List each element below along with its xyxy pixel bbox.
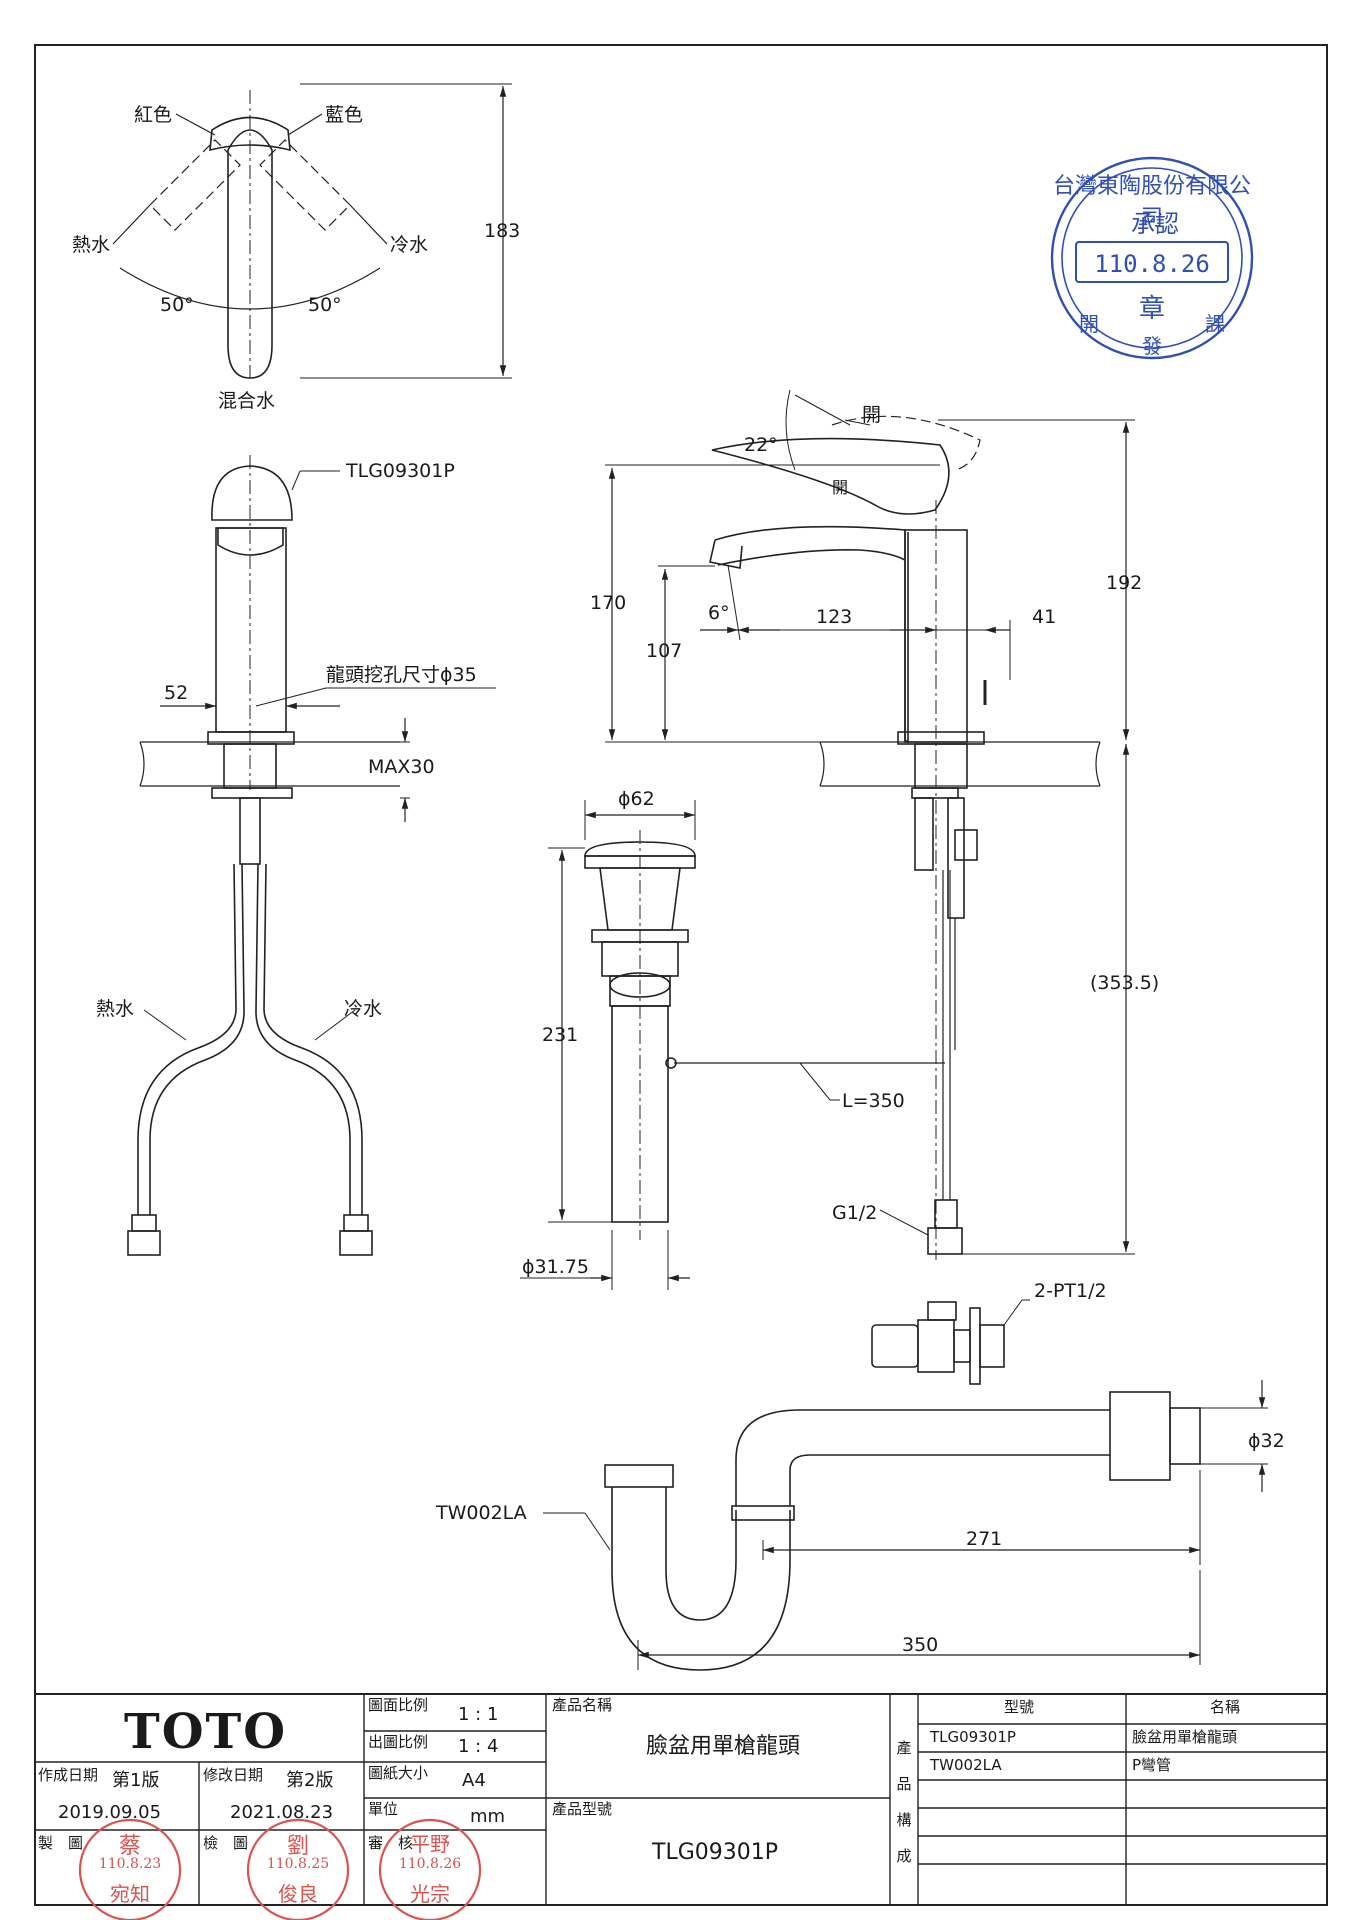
product-model-label: 產品型號 bbox=[552, 1800, 613, 1818]
front-view-faucet bbox=[127, 455, 496, 1256]
brand-logo: TOTO bbox=[124, 1704, 288, 1760]
checked-stamp-name: 劉 bbox=[286, 1834, 309, 1859]
label-cold-front: 冷水 bbox=[344, 998, 383, 1020]
paper-value: A4 bbox=[462, 1770, 486, 1791]
drawn-stamp-sign: 宛知 bbox=[110, 1882, 150, 1906]
checked-stamp-sign: 俊良 bbox=[278, 1882, 318, 1906]
stamp-company: 台灣東陶股份有限公司 bbox=[1052, 174, 1251, 231]
dim-123: 123 bbox=[816, 606, 853, 628]
angle-left: 50° bbox=[160, 294, 194, 316]
col-model-header: 型號 bbox=[1004, 1698, 1035, 1716]
scale-label: 圖面比例 bbox=[368, 1696, 429, 1714]
checked-stamp-date: 110.8.25 bbox=[266, 1856, 330, 1872]
label-trap-model: TW002LA bbox=[436, 1502, 527, 1524]
dim-271: 271 bbox=[966, 1528, 1003, 1550]
angle-valve bbox=[871, 1299, 1030, 1385]
label-hose-length: L=350 bbox=[842, 1090, 905, 1112]
out-scale-value: 1 : 4 bbox=[458, 1736, 499, 1757]
dim-350: 350 bbox=[902, 1634, 939, 1656]
label-blue: 藍色 bbox=[325, 104, 364, 126]
dim-192: 192 bbox=[1106, 572, 1143, 594]
label-hole-size: 龍頭挖孔尺寸ϕ35 bbox=[326, 664, 477, 686]
checked-label: 檢 圖 bbox=[203, 1834, 249, 1852]
label-mixed: 混合水 bbox=[218, 390, 276, 412]
product-model: TLG09301P bbox=[652, 1840, 778, 1865]
stamp-dept-left: 開 bbox=[1079, 312, 1099, 336]
scale-value: 1 : 1 bbox=[458, 1704, 499, 1725]
pop-up-drain bbox=[520, 800, 696, 1290]
dim-107: 107 bbox=[646, 640, 683, 662]
label-max30: MAX30 bbox=[368, 756, 435, 778]
dim-32: ϕ32 bbox=[1248, 1430, 1285, 1452]
angle-right: 50° bbox=[308, 294, 342, 316]
drawn-stamp-date: 110.8.23 bbox=[98, 1856, 162, 1872]
created-label: 作成日期 bbox=[38, 1766, 99, 1784]
stamp-approved: 承認 bbox=[1131, 210, 1179, 238]
dim-31-75: ϕ31.75 bbox=[522, 1256, 589, 1278]
approved-stamp-sign: 光宗 bbox=[410, 1882, 450, 1906]
label-red: 紅色 bbox=[134, 104, 173, 126]
p-trap bbox=[543, 1380, 1268, 1671]
stamp-dept-mid: 發 bbox=[1142, 334, 1162, 358]
label-open-low: 開 bbox=[832, 478, 849, 497]
dim-52: 52 bbox=[164, 682, 189, 704]
unit-value: mm bbox=[470, 1806, 506, 1827]
drawing-frame bbox=[34, 44, 1328, 1906]
col-name-header: 名稱 bbox=[1210, 1698, 1241, 1716]
label-hot-front: 熱水 bbox=[96, 998, 135, 1020]
dim-62: ϕ62 bbox=[618, 788, 655, 810]
created-date: 2019.09.05 bbox=[58, 1802, 162, 1823]
label-hot-top: 熱水 bbox=[72, 234, 111, 256]
row-1-model: TLG09301P bbox=[930, 1728, 1016, 1746]
dim-41: 41 bbox=[1032, 606, 1057, 628]
label-model-front: TLG09301P bbox=[346, 460, 455, 482]
label-open-top: 開 bbox=[862, 404, 882, 426]
label-valve: 2-PT1/2 bbox=[1034, 1280, 1107, 1302]
dim-183: 183 bbox=[484, 220, 521, 242]
drawn-label: 製 圖 bbox=[38, 1834, 84, 1852]
dim-231: 231 bbox=[542, 1024, 579, 1046]
row-2-name: P彎管 bbox=[1132, 1756, 1172, 1774]
row-2-model: TW002LA bbox=[930, 1756, 1002, 1774]
revised-label: 修改日期 bbox=[203, 1766, 264, 1784]
stamp-date: 110.8.26 bbox=[1094, 250, 1210, 278]
paper-label: 圖紙大小 bbox=[368, 1764, 429, 1782]
stamp-seal: 章 bbox=[1138, 294, 1165, 324]
approved-stamp-name: 平野 bbox=[410, 1832, 450, 1856]
created-version: 第1版 bbox=[112, 1770, 160, 1791]
stamp-dept-right: 課 bbox=[1205, 312, 1225, 336]
unit-label: 單位 bbox=[368, 1800, 399, 1818]
row-1-name: 臉盆用單槍龍頭 bbox=[1132, 1728, 1238, 1746]
product-name: 臉盆用單槍龍頭 bbox=[646, 1734, 801, 1759]
signature-stamps-graphic bbox=[78, 1818, 482, 1920]
label-thread: G1/2 bbox=[832, 1202, 878, 1224]
side-view-faucet bbox=[605, 389, 1135, 1260]
top-view-handle bbox=[112, 83, 512, 379]
product-name-label: 產品名稱 bbox=[552, 1696, 613, 1714]
label-cold-top: 冷水 bbox=[390, 234, 429, 256]
approval-stamp-graphic bbox=[1050, 156, 1254, 360]
drawn-stamp-name: 蔡 bbox=[118, 1834, 141, 1859]
revised-date: 2021.08.23 bbox=[230, 1802, 334, 1823]
approved-stamp-date: 110.8.26 bbox=[398, 1856, 462, 1872]
dim-170: 170 bbox=[590, 592, 627, 614]
revised-version: 第2版 bbox=[286, 1770, 334, 1791]
angle-6: 6° bbox=[708, 602, 730, 624]
angle-22: 22° bbox=[744, 434, 778, 456]
out-scale-label: 出圖比例 bbox=[368, 1733, 429, 1751]
dim-353-5: (353.5) bbox=[1090, 972, 1160, 994]
composition-label: 產品構成 bbox=[896, 1739, 912, 1865]
approved-label: 審 核 bbox=[368, 1834, 414, 1852]
